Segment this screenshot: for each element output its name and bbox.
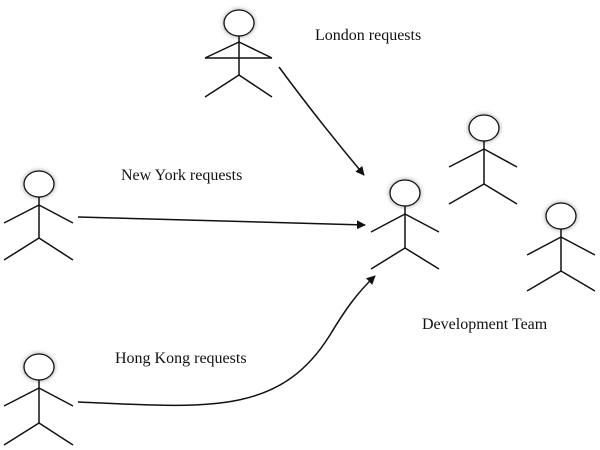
team-developer-receiver-leg-right: [404, 247, 440, 270]
team-developer-right-arm-left: [526, 236, 562, 256]
hong-kong-requests-label: Hong Kong requests: [115, 350, 247, 367]
london-requester-leg-left: [204, 74, 240, 98]
team-developer-top-arm-left: [448, 148, 485, 168]
team-developer-receiver-arm-right: [404, 213, 440, 233]
hong-kong-requester-arm-right: [38, 387, 74, 407]
new-york-requests-label: New York requests: [121, 167, 243, 184]
new-york-requester-figure: [3, 170, 74, 261]
team-developer-top-figure: [448, 114, 518, 205]
new-york-requester-leg-right: [38, 237, 74, 261]
london-requester-leg-right: [238, 74, 273, 98]
hong-kong-requester-leg-right: [38, 422, 74, 446]
team-developer-right-leg-left: [526, 270, 562, 292]
london-requests-label: London requests: [315, 27, 422, 44]
london-requester-arm-right: [238, 41, 273, 59]
london-requester-head: [223, 9, 255, 37]
london-requester-figure: [204, 9, 273, 98]
new-york-requester-leg-left: [3, 237, 40, 261]
new-york-requester-arm-right: [38, 204, 74, 224]
team-developer-top-leg-right: [483, 183, 518, 205]
team-developer-receiver-head: [389, 179, 421, 207]
hong-kong-requester-head: [23, 353, 55, 381]
team-developer-top-leg-left: [448, 183, 485, 205]
team-developer-right-arm-right: [560, 236, 596, 256]
team-developer-right-leg-right: [560, 270, 596, 292]
new-york-request-arrow: [77, 216, 366, 230]
hong-kong-requester-figure: [3, 353, 74, 446]
hong-kong-requester-arm-left: [3, 387, 40, 407]
london-requester-arm-left: [204, 41, 240, 59]
team-developer-receiver-figure: [370, 179, 440, 270]
team-developer-receiver-leg-left: [370, 247, 406, 270]
team-developer-receiver-arm-left: [370, 213, 406, 233]
hong-kong-requester-leg-left: [3, 422, 40, 446]
new-york-requester-head: [23, 170, 55, 198]
team-developer-right-head: [545, 202, 577, 230]
london-request-arrow: [278, 66, 365, 176]
team-developer-top-arm-right: [483, 148, 518, 168]
development-team-label: Development Team: [422, 316, 548, 333]
new-york-requester-arm-left: [3, 204, 40, 224]
team-developer-top-head: [468, 114, 500, 142]
hong-kong-request-arrow: [77, 275, 376, 407]
team-developer-right-figure: [526, 202, 596, 292]
